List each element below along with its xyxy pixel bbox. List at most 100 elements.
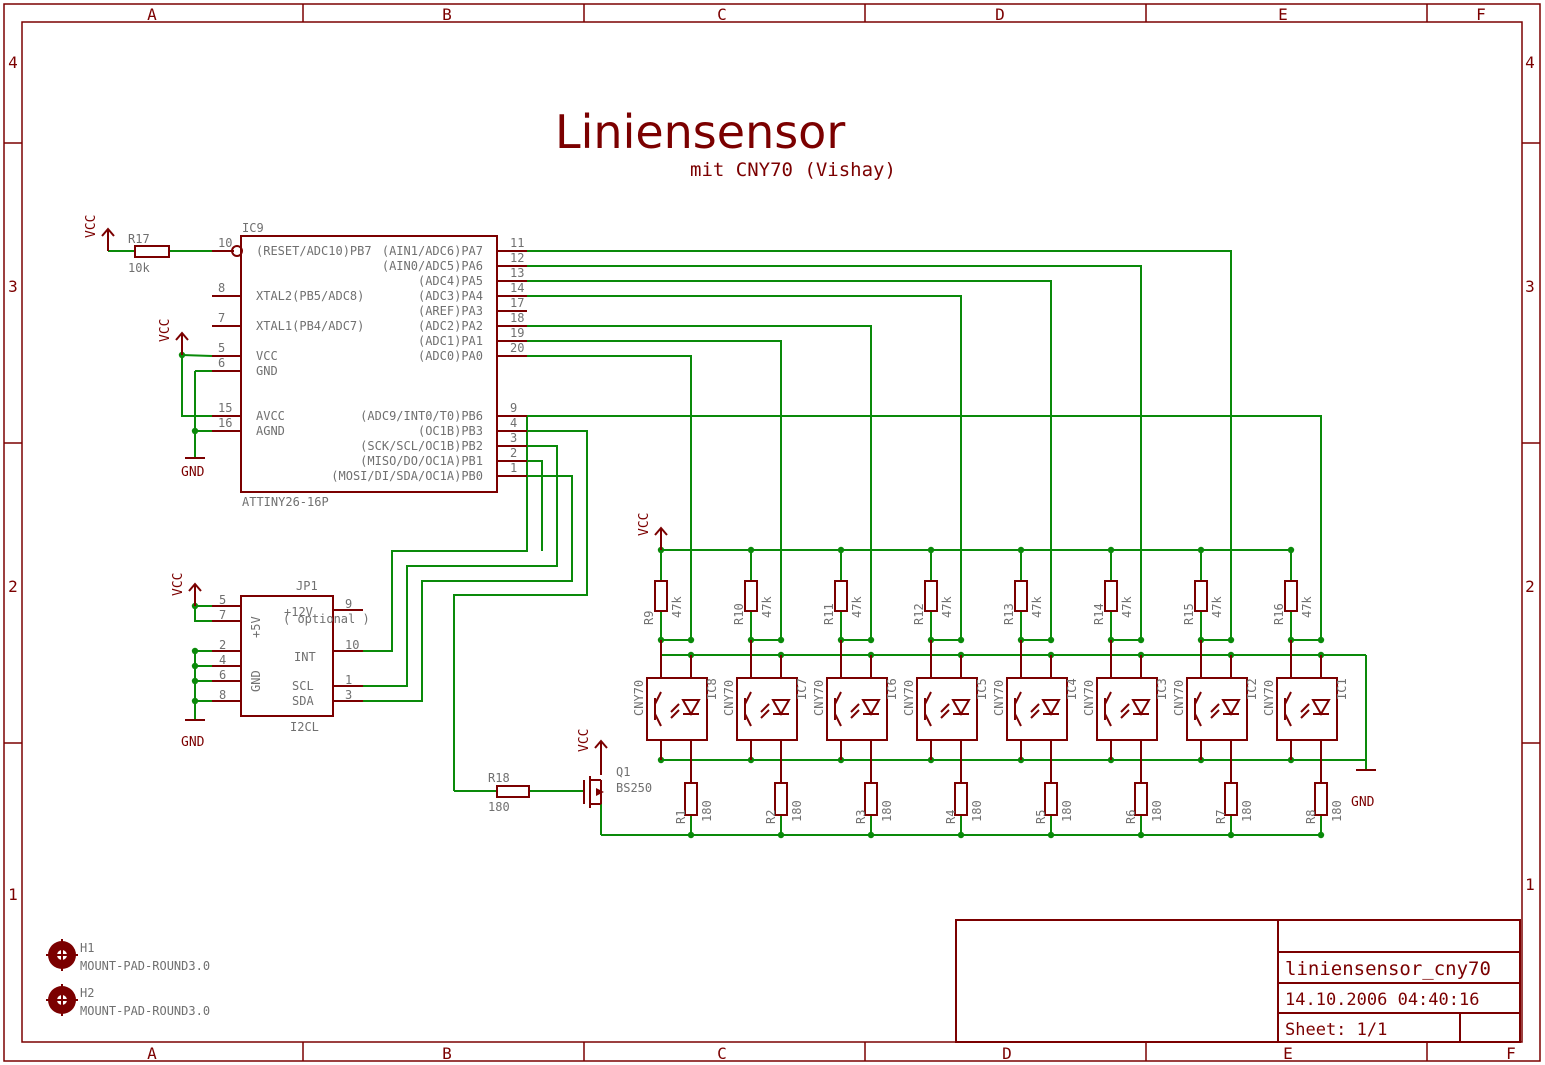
led-res-value: 180 [700,800,714,822]
light-arrow [940,703,950,713]
sensor-part: CNY70 [1082,680,1096,716]
led-triangle [1311,699,1331,717]
r17-value: 10k [128,261,150,275]
sensor-ref: IC2 [1245,678,1259,700]
grid-col-label-top: B [442,5,452,24]
resistor-body [834,580,848,612]
mcu-pin-name: (ADC3)PA4 [418,289,483,303]
mcu-pin-num: 17 [510,296,524,310]
signal-wire [527,355,692,640]
jp1-pin-num: 4 [219,653,226,667]
phototransistor-collector [744,691,752,705]
resistor-body [1014,580,1028,612]
phototransistor-emitter [1014,713,1022,727]
sensor-part: CNY70 [722,680,736,716]
signal-wire [527,325,872,640]
resistor-body [1314,782,1328,816]
mcu-pin-num: 20 [510,341,524,355]
wire [181,355,212,417]
r17-body [134,245,170,258]
schematic-subtitle: mit CNY70 (Vishay) [690,159,896,181]
pullup-ref: R15 [1182,603,1196,625]
junction-dot [191,677,199,685]
jp1-pin-num: 2 [219,638,226,652]
pullup-ref: R12 [912,603,926,625]
resistor-body [1044,782,1058,816]
led-res-ref: R3 [854,810,868,824]
led-res-ref: R8 [1304,810,1318,824]
jp1-gnd-label: GND [249,670,263,692]
resistor-body [1194,580,1208,612]
mcu-pin-num: 3 [510,431,517,445]
title-block-frame [955,919,1521,1043]
mcu-pin-num: 6 [218,356,225,370]
wire [363,475,573,702]
phototransistor-collector [834,691,842,705]
jp1-part: I2CL [290,720,319,734]
phototransistor-collector [654,691,662,705]
mcu-pin-name: AVCC [256,409,285,423]
junction-dot [957,636,965,644]
led-triangle [951,699,971,717]
schematic-title: Liniensensor [555,105,845,159]
vcc-arrow-head [101,227,115,237]
light-arrow [1300,703,1310,713]
mcu-pin-num: 15 [218,401,232,415]
title-block-sheet: Sheet: 1/1 [1285,1020,1387,1040]
phototransistor-collector [1014,691,1022,705]
junction-dot [687,636,695,644]
sensor-ref: IC4 [1065,678,1079,700]
jp1-ref: JP1 [296,579,318,593]
jp1-pin-num: 1 [345,673,352,687]
mcu-pin-name: GND [256,364,278,378]
phototransistor-emitter [744,713,752,727]
gnd-label: GND [181,735,205,750]
light-arrow [1030,709,1040,719]
led-res-ref: R2 [764,810,778,824]
q1-arrow [596,788,604,796]
grid-col-label-top: D [995,5,1005,24]
sensor-body [646,677,708,741]
led-triangle [1041,699,1061,717]
grid-col-label-top: C [717,5,727,24]
mcu-pin-num: 1 [510,461,517,475]
mcu-pin-num: 10 [218,236,232,250]
pullup-value: 47k [1210,596,1224,618]
jp1-12v-label: +12V [284,605,313,619]
led-triangle [1221,699,1241,717]
pullup-value: 47k [670,596,684,618]
grid-row-label-left: 2 [8,577,18,596]
junction-dot [777,636,785,644]
pullup-value: 47k [1300,596,1314,618]
wire [194,606,212,622]
h2-ref: H2 [80,986,94,1000]
outer-frame [3,3,1541,1062]
sensor-ref: IC6 [885,678,899,700]
jp1-int-label: INT [294,650,316,664]
signal-wire [527,295,962,640]
mcu-pin-num: 5 [218,341,225,355]
mcu-pin-name: XTAL1(PB4/ADC7) [256,319,364,333]
led-res-ref: R4 [944,810,958,824]
mcu-pin-num: 13 [510,266,524,280]
sensor-body [1096,677,1158,741]
grid-row-label-right: 3 [1525,277,1535,296]
sensor-ref: IC8 [705,678,719,700]
pullup-value: 47k [940,596,954,618]
r18-ref: R18 [488,771,510,785]
jp1-pin-num: 8 [219,688,226,702]
phototransistor-emitter [1104,713,1112,727]
pullup-ref: R9 [642,611,656,625]
sensor-ref: IC7 [795,678,809,700]
light-arrow [670,709,680,719]
symbols [46,227,1376,1016]
jp1-pin-num: 5 [219,593,226,607]
mcu-pin-name: (MOSI/DI/SDA/OC1A)PB0 [331,469,483,483]
mcu-pin-name: AGND [256,424,285,438]
wire [363,445,558,687]
grid-row-label-left: 1 [8,885,18,904]
mcu-pin-name: (OC1B)PB3 [418,424,483,438]
pullup-value: 47k [850,596,864,618]
title-block-datetime: 14.10.2006 04:40:16 [1285,990,1479,1010]
